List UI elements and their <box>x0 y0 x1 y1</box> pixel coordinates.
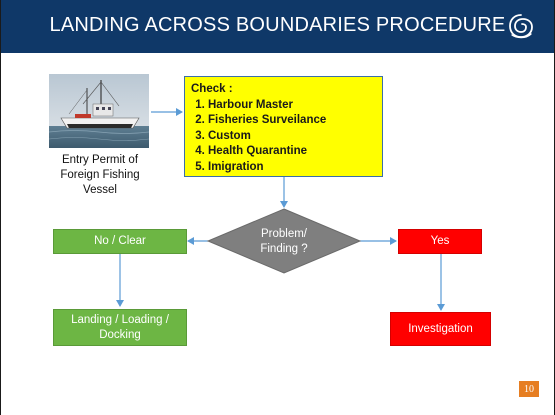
caption-line-3: Vessel <box>83 184 117 196</box>
decision-diamond <box>206 208 362 274</box>
swirl-emblem-icon <box>509 14 533 39</box>
decision-line-2: Finding ? <box>260 243 307 255</box>
yes-box: Yes <box>398 229 482 254</box>
landing-box: Landing / Loading / Docking <box>53 309 187 346</box>
title-bar <box>1 0 554 53</box>
photo-caption: Entry Permit of Foreign Fishing Vessel <box>39 153 161 198</box>
decision-line-1: Problem/ <box>261 228 308 240</box>
check-item: Health Quarantine <box>208 144 376 160</box>
check-item: Custom <box>208 129 376 145</box>
fishing-vessel-photo <box>49 74 149 148</box>
caption-line-1: Entry Permit of <box>61 154 139 166</box>
landing-line-2: Docking <box>99 328 141 341</box>
page-number-badge: 10 <box>519 381 539 397</box>
caption-line-2: Foreign Fishing <box>60 169 140 181</box>
no-clear-box: No / Clear <box>53 229 187 254</box>
slide-title: LANDING ACROSS BOUNDARIES PROCEDURE <box>49 14 506 36</box>
yes-label: Yes <box>430 235 450 247</box>
check-item: Fisheries Surveilance <box>208 113 376 129</box>
check-box: Check : Harbour Master Fisheries Surveil… <box>184 76 383 177</box>
no-clear-label: No / Clear <box>94 235 146 247</box>
landing-line-1: Landing / Loading / <box>71 313 169 326</box>
investigation-label: Investigation <box>408 322 473 335</box>
investigation-box: Investigation <box>390 312 491 346</box>
check-item: Harbour Master <box>208 98 376 114</box>
check-list: Harbour Master Fisheries Surveilance Cus… <box>191 98 376 176</box>
check-heading: Check : <box>191 83 233 95</box>
check-item: Imigration <box>208 160 376 176</box>
